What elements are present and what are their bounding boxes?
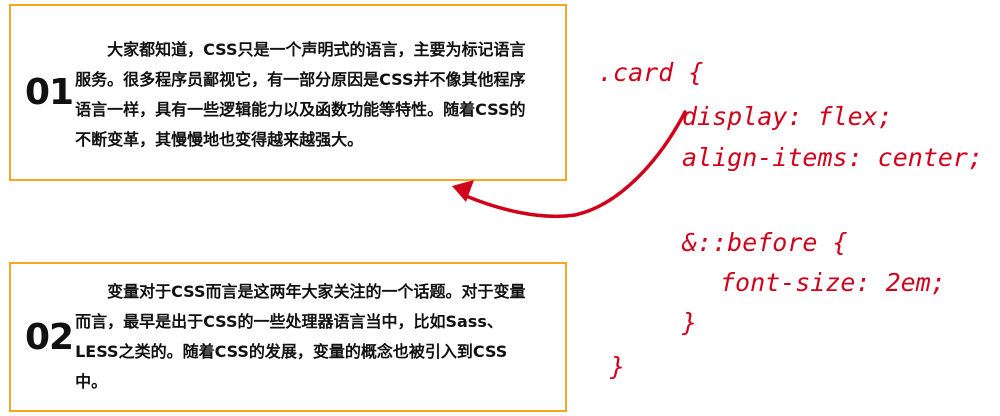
card-02: 02 变量对于CSS而言是这两年大家关注的一个话题。对于变量而言，最早是出于CS… [9,262,567,412]
arrow-curve [464,110,687,219]
arrow-head [452,180,474,202]
card-number: 02 [25,316,74,358]
card-text: 变量对于CSS而言是这两年大家关注的一个话题。对于变量而言，最早是出于CSS的一… [75,282,526,391]
card-number: 01 [25,72,74,113]
card-01: 01 大家都知道，CSS只是一个声明式的语言，主要为标记语言服务。很多程序员鄙视… [9,4,567,181]
card-text: 大家都知道，CSS只是一个声明式的语言，主要为标记语言服务。很多程序员鄙视它，有… [75,39,526,149]
